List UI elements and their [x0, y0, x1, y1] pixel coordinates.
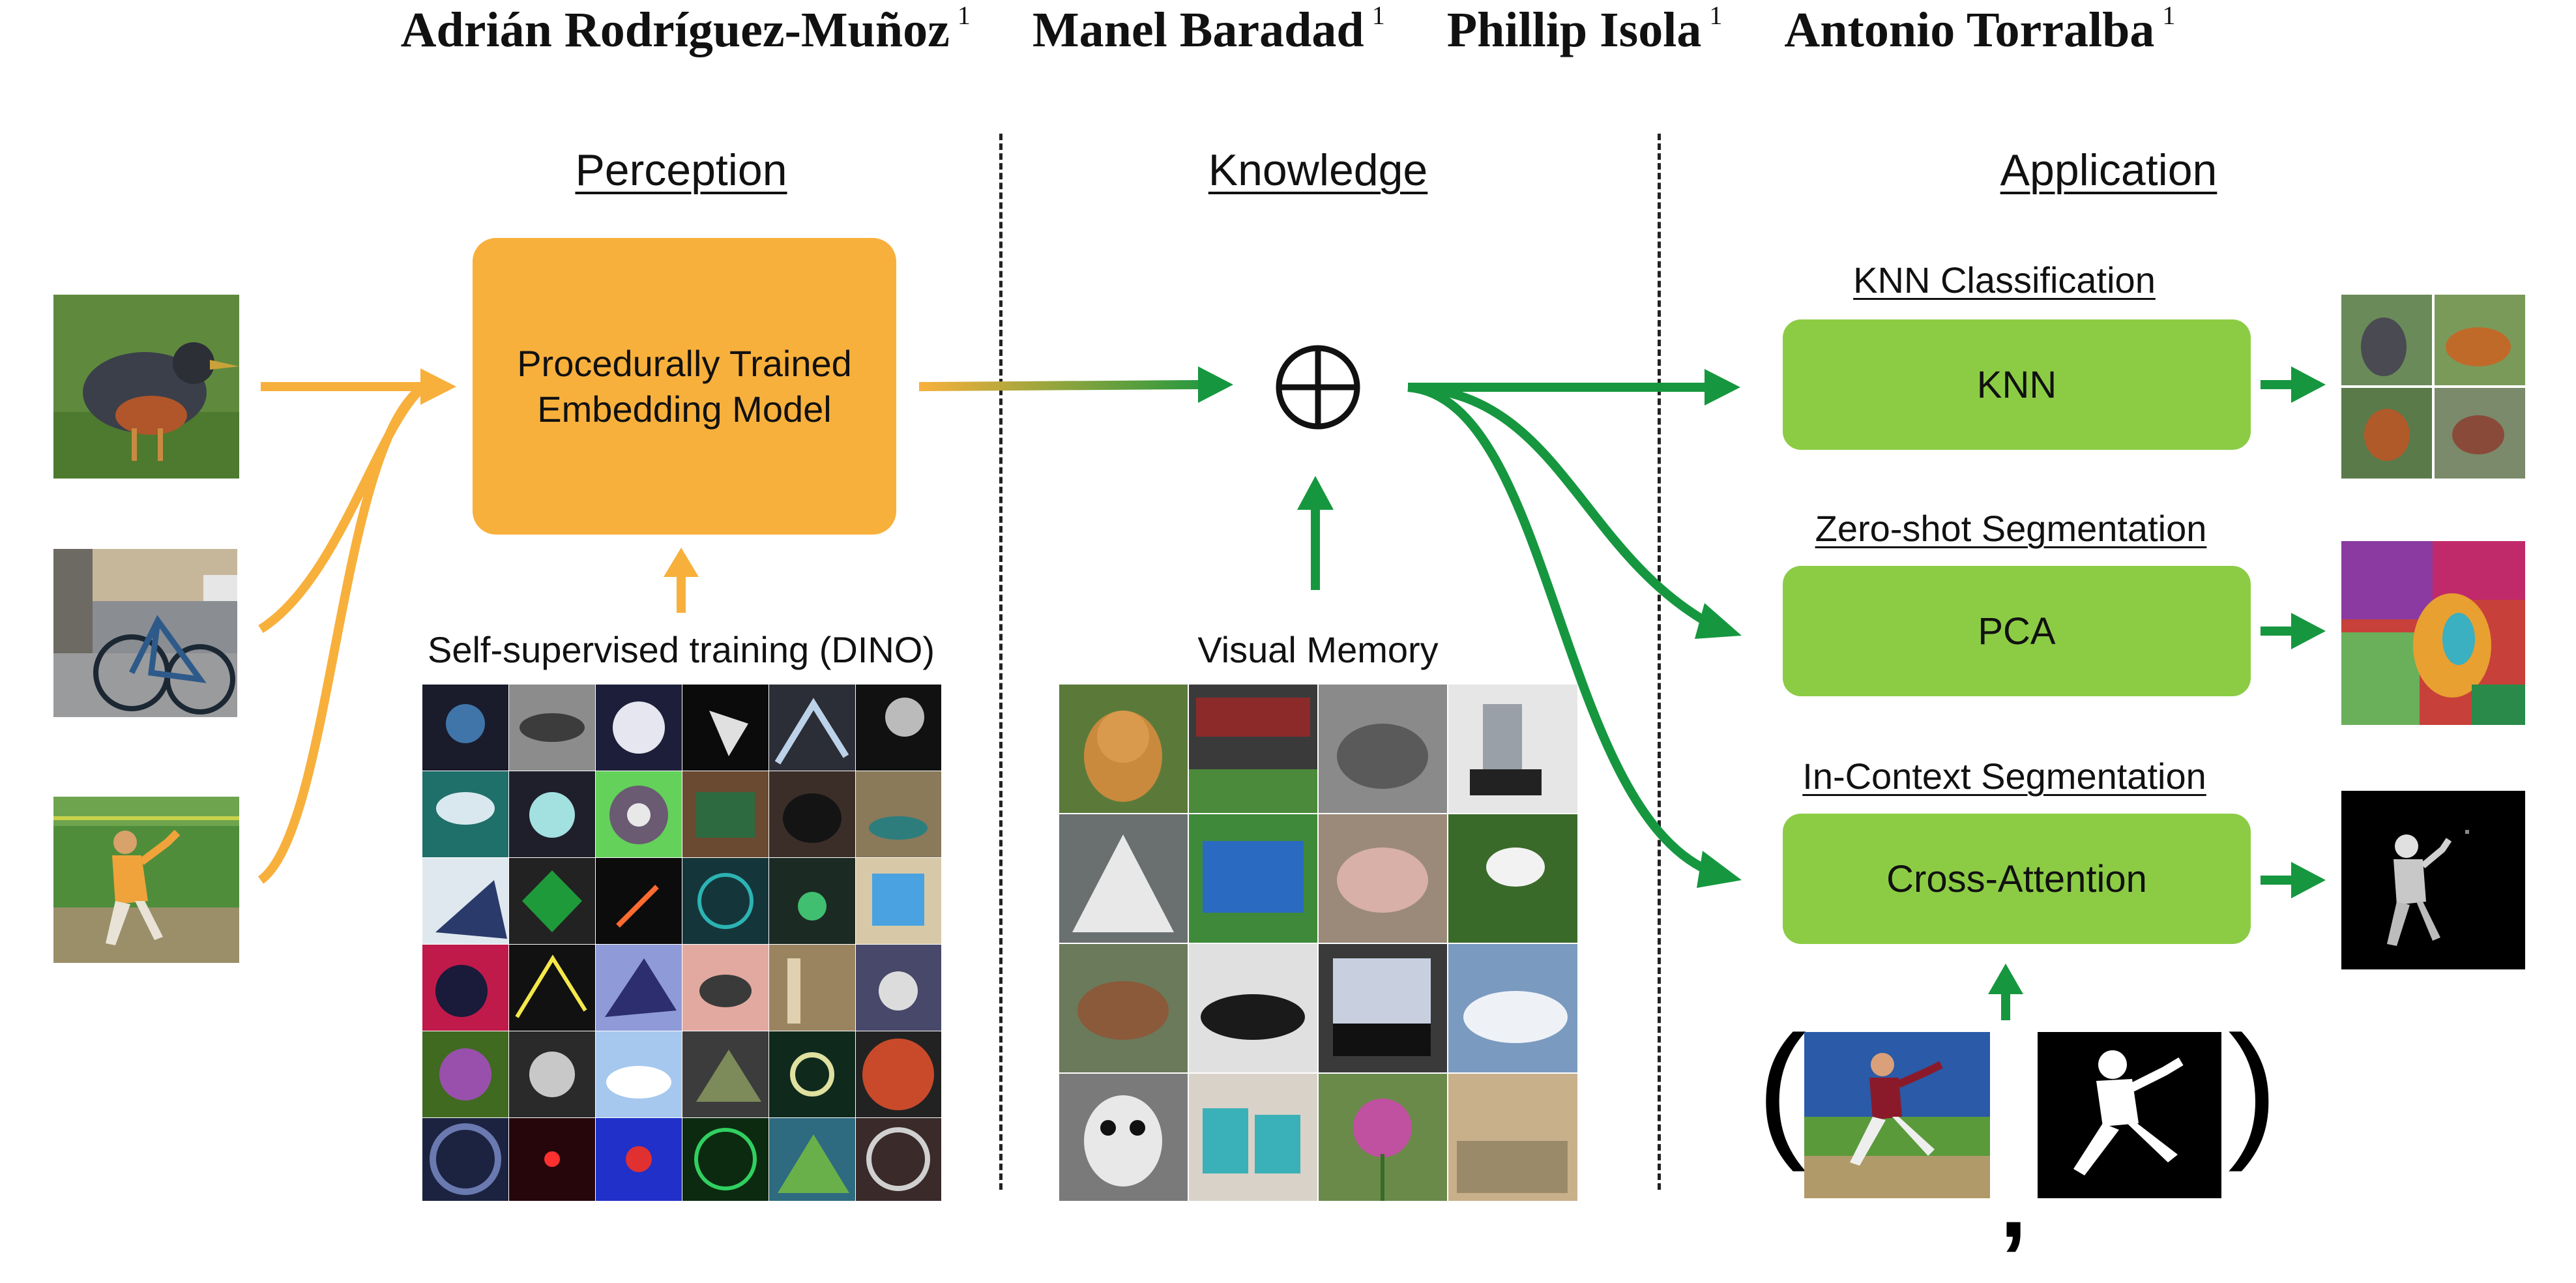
- input-bird-image: [53, 295, 239, 479]
- silhouette-mask-icon: [2038, 1032, 2221, 1198]
- in-context-output-image: [2341, 791, 2525, 969]
- divider-knowledge-application: [1658, 134, 1661, 1190]
- knn-output-image: [2341, 295, 2525, 479]
- task-in-context-segmentation-title: In-Context Segmentation: [1802, 756, 2206, 797]
- task-knn-classification-title: KNN Classification: [1853, 259, 2156, 301]
- pca-output-image: [2341, 541, 2525, 725]
- section-knowledge-heading: Knowledge: [1208, 145, 1428, 195]
- training-to-model-arrow: [664, 548, 699, 613]
- pca-feature-map-icon: [2341, 541, 2525, 725]
- training-caption: Self-supervised training (DINO): [427, 629, 935, 670]
- knn-neighbors-icon: [2341, 295, 2525, 479]
- visual-memory-grid: [1059, 685, 1577, 1201]
- cross-attention-box: Cross-Attention: [1783, 814, 2251, 944]
- task-output-arrows: [2261, 366, 2326, 898]
- knn-box: KNN: [1783, 319, 2251, 450]
- memory-caption: Visual Memory: [1197, 629, 1439, 670]
- prompt-open-paren: (: [1757, 1005, 1807, 1172]
- arrowhead-to-model: [420, 368, 456, 405]
- divider-perception-knowledge: [999, 134, 1003, 1190]
- section-application-heading: Application: [2000, 145, 2217, 195]
- bird-photo-icon: [53, 295, 239, 479]
- input-bicycle-image: [53, 549, 237, 717]
- embedding-model-label: Procedurally Trained Embedding Model: [517, 342, 852, 430]
- memory-to-plus-arrow: [1297, 476, 1334, 590]
- prompt-comma: ,: [2000, 1148, 2027, 1258]
- visual-memory-grid-icon: [1059, 685, 1577, 1201]
- bicycle-photo-icon: [53, 549, 237, 717]
- prompt-mask: [2038, 1032, 2221, 1198]
- procedural-grid-icon: [422, 685, 941, 1201]
- prompt-image: [1804, 1032, 1990, 1198]
- plus-circle-icon: [1276, 345, 1360, 430]
- predicted-mask-icon: [2341, 791, 2525, 969]
- input-baseball-image: [53, 797, 239, 963]
- pca-box: PCA: [1783, 566, 2251, 696]
- section-perception-heading: Perception: [575, 145, 787, 195]
- plus-to-tasks-arrows: [1407, 369, 1742, 888]
- procedural-image-grid: [422, 685, 941, 1201]
- embedding-model-box: Procedurally Trained Embedding Model: [473, 238, 896, 535]
- task-zero-shot-segmentation-title: Zero-shot Segmentation: [1815, 508, 2207, 549]
- baseball-player-photo-icon: [53, 797, 239, 963]
- prompt-to-cross-attention-arrow: [1988, 964, 2023, 1020]
- prompt-close-paren: ): [2228, 1005, 2278, 1172]
- model-to-plus-arrow: [918, 366, 1233, 403]
- input-arrows: [257, 368, 456, 884]
- prompt-baseball-photo-icon: [1804, 1032, 1990, 1198]
